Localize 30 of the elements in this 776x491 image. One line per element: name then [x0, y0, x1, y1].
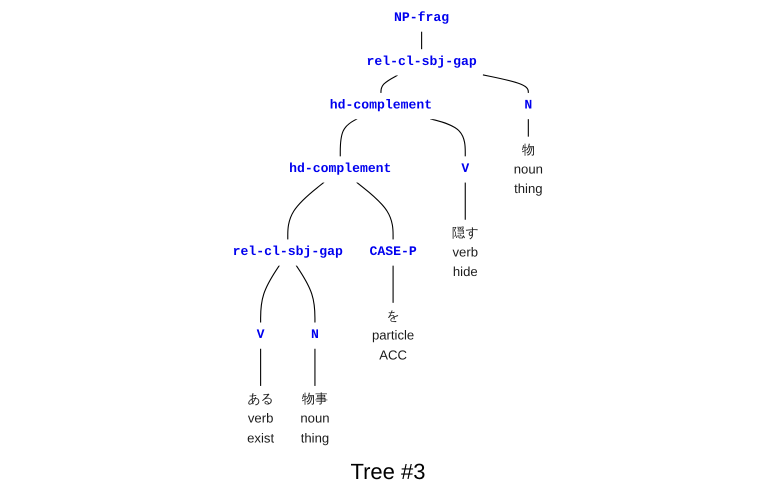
node-text: N — [524, 98, 532, 113]
node-text: CASE-P — [370, 244, 417, 260]
node-text: hd-complement — [330, 98, 432, 113]
node-text: rel-cl-sbj-gap — [366, 54, 477, 70]
connector — [528, 118, 530, 138]
node-text: N — [311, 328, 320, 343]
connector — [380, 74, 398, 94]
connector — [287, 182, 325, 240]
node-text: V — [462, 162, 470, 176]
connector — [392, 265, 394, 304]
node-text: NP-frag — [394, 10, 450, 26]
node-text: 物 noun thing — [514, 142, 544, 196]
connector — [464, 182, 466, 220]
node-text: 隠す verb hide — [452, 225, 479, 280]
node-text: V — [256, 328, 265, 343]
node-text: hd-complement — [289, 162, 392, 176]
node-text: を particle ACC — [372, 308, 414, 362]
connector — [482, 74, 530, 94]
caption: Tree #3 — [350, 458, 426, 486]
connector — [314, 348, 316, 386]
node-text: ある verb exist — [247, 391, 274, 446]
connector — [260, 265, 280, 323]
connector — [340, 118, 358, 157]
connector — [260, 348, 262, 386]
node-text: rel-cl-sbj-gap — [232, 244, 344, 260]
connector — [356, 182, 394, 240]
node-text: 物事 noun thing — [300, 391, 330, 446]
connector — [296, 265, 316, 323]
connector — [421, 31, 422, 50]
connector — [430, 118, 466, 157]
